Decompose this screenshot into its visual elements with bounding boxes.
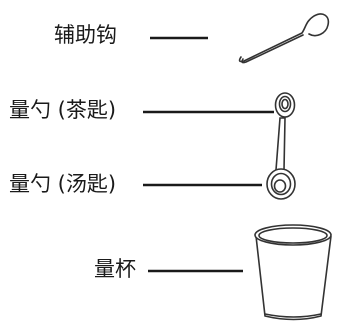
label-measuring-spoon-teaspoon: 量勺 (茶匙) (9, 98, 117, 122)
label-auxiliary-hook: 辅助钩 (54, 23, 117, 47)
label-measuring-cup: 量杯 (94, 257, 136, 281)
label-measuring-spoon-tablespoon: 量勺 (汤匙) (9, 172, 117, 196)
hook-icon (238, 13, 330, 64)
measuring-cup-icon (254, 224, 332, 321)
measuring-spoons-icon (266, 92, 296, 200)
